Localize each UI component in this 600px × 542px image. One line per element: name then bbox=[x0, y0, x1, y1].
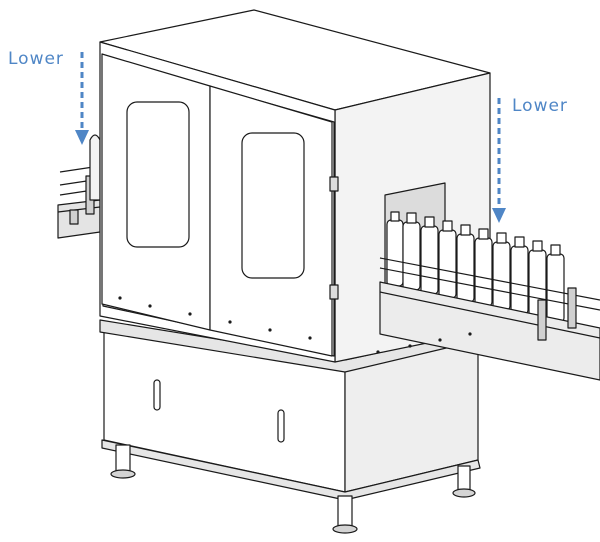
bottle bbox=[386, 211, 404, 287]
bottle bbox=[420, 216, 439, 295]
door-hinge bbox=[329, 284, 339, 300]
bottle bbox=[492, 232, 511, 311]
base-handle-left bbox=[153, 379, 161, 411]
cabinet-base bbox=[99, 319, 485, 501]
door-right[interactable] bbox=[209, 85, 339, 357]
bottle bbox=[510, 236, 529, 315]
bottle-row bbox=[386, 211, 565, 323]
outfeed-conveyor bbox=[379, 257, 600, 381]
bottle bbox=[456, 224, 475, 303]
lower-label-right: Lower bbox=[512, 96, 568, 116]
door-window-left bbox=[126, 101, 190, 248]
cabinet-legs bbox=[110, 444, 476, 534]
door-window-right bbox=[241, 132, 305, 279]
door-left[interactable] bbox=[101, 53, 211, 331]
bottle bbox=[474, 228, 493, 307]
bottle bbox=[402, 212, 421, 291]
bottle bbox=[546, 244, 565, 323]
bottle bbox=[438, 220, 457, 299]
arrow-down-icon bbox=[492, 98, 506, 223]
rivet-row bbox=[118, 296, 472, 354]
door-hinge bbox=[329, 176, 339, 192]
lower-label-left: Lower bbox=[8, 49, 64, 69]
infeed-conveyor bbox=[57, 134, 101, 239]
arrow-down-icon bbox=[75, 52, 89, 145]
base-handle-right bbox=[277, 409, 285, 443]
